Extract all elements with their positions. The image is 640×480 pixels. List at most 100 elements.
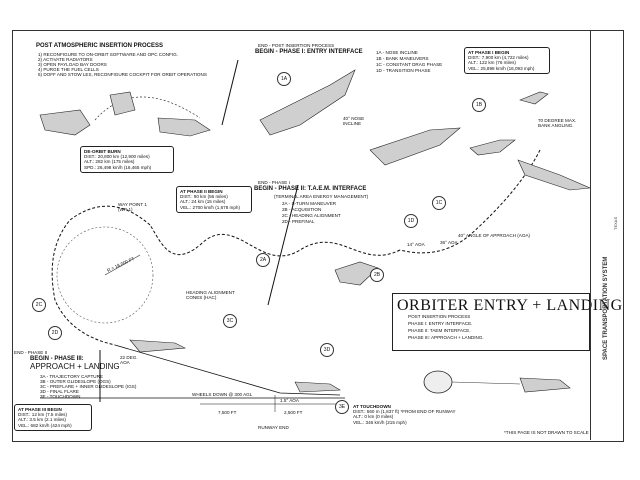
s-turn-path <box>149 224 401 257</box>
hac-circle <box>56 226 154 324</box>
shuttle-icon-small <box>469 139 516 156</box>
legend-item-3: PHASE III: APPROACH + LANDING. <box>408 335 484 340</box>
shuttle-icon-1b <box>369 127 461 166</box>
radius-line <box>104 254 141 276</box>
legend-item-1: PHASE I: ENTRY INTERFACE. <box>408 321 473 326</box>
marker-2d: 2D <box>48 326 62 340</box>
deorbit-line-3: SPD.: 26,498 km/h (16,465 mph) <box>84 164 152 170</box>
legend-item-0: POST INSERTION PROCESS <box>408 314 471 319</box>
chute-line <box>451 381 521 385</box>
aoa-36-label: 36° AOA <box>440 240 458 245</box>
shuttle-icon-1 <box>39 109 91 136</box>
phase3-begin-line-2: ALT.: 3.5 km (2.1 miles) <box>18 417 66 423</box>
phase3-name: APPROACH + LANDING <box>30 362 120 371</box>
phase1-end-label: END - POST INSERTION PROCESS <box>258 43 335 48</box>
title-block: SPACE TRANSPORTATION SYSTEM TEXAS <box>590 30 623 440</box>
phase2-begin-title: AT PHASE II BEGIN <box>180 189 223 194</box>
phase3-begin-title: AT PHASE III BEGIN <box>18 407 62 412</box>
phase1-begin-line-1: DIST.: 7,900 km (4,722 miles) <box>468 55 529 61</box>
phase2-begin-box: AT PHASE II BEGIN DIST.: 90 km (56 miles… <box>176 186 252 213</box>
marker-2c: 2C <box>32 298 46 312</box>
divider-line-1 <box>221 59 239 126</box>
orbit-path <box>94 96 201 121</box>
phase1-begin-title: AT PHASE I BEGIN <box>468 50 510 55</box>
title-block-code: TEXAS <box>613 216 618 230</box>
phase1-begin-line-3: VEL.: 25,898 km/h (16,093 mph) <box>468 65 535 71</box>
phase2-step-2d: 2D - PREFINAL <box>282 219 315 224</box>
nose-incline-label: 40° NOSE INCLINE <box>343 116 365 127</box>
post-insertion-step-2: 2) ACTIVATE RADIATORS <box>38 57 93 62</box>
shuttle-icon-3 <box>157 117 211 137</box>
phase2-sub-label: (TERMINAL AREA ENERGY MANAGEMENT) <box>274 194 369 199</box>
phase2-begin-line-3: VEL.: 2700 km/h (1,678 mph) <box>180 204 241 210</box>
phase2-step-2b: 2B - ACQUISITION <box>282 207 322 212</box>
distance-label-1: 7,500 FT <box>218 410 237 415</box>
phase1-step-1b: 1B - BANK MANEUVERS <box>376 56 429 61</box>
marker-3c: 3C <box>223 314 237 328</box>
marker-1d: 1D <box>404 214 418 228</box>
aoa-14-label: 14° AOA <box>407 242 425 247</box>
phase3-end-label: END - PHASE II <box>14 350 48 355</box>
phase1-step-1c: 1C - CONSTANT DRAG PHASE <box>376 62 443 67</box>
phase1-begin-box: AT PHASE I BEGIN DIST.: 7,900 km (4,722 … <box>464 47 550 74</box>
runway-end-label: RUNWAY END <box>258 425 289 430</box>
phase3-step-3e: 3E - TOUCHDOWN <box>40 394 81 399</box>
phase2-begin-label: BEGIN - PHASE II: T.A.E.M. INTERFACE <box>254 186 367 192</box>
phase3-begin-label: BEGIN - PHASE III: <box>30 356 84 362</box>
phase2-step-2c: 2C - HEADING ALIGNMENT <box>282 213 341 218</box>
phase3-step-3b: 3B - OUTER GLIDESLOPE (OGS) <box>40 379 111 384</box>
phase3-begin-box: AT PHASE III BEGIN DIST.: 12 km (7.5 mil… <box>14 404 92 431</box>
distance-label-2: 2,500 FT <box>284 410 303 415</box>
shuttle-icon-1a <box>259 69 356 136</box>
shuttle-icon-3a <box>129 339 187 353</box>
shuttle-icon-landed <box>519 377 571 393</box>
title-block-system: SPACE TRANSPORTATION SYSTEM <box>603 256 609 360</box>
main-title: ORBITER ENTRY + LANDING <box>397 297 623 314</box>
phase2-step-2a: 2A - S-TURN MANEUVER <box>282 201 337 206</box>
shuttle-icon-1c <box>517 159 592 191</box>
touchdown-box: AT TOUCHDOWN DIST.: 560 m (1,837 ft) *FR… <box>350 402 480 427</box>
waypoint-label: WAY POINT 1 (WP-1) <box>118 202 147 213</box>
phase1-step-1d: 1D - TRANSITION PHASE <box>376 68 431 73</box>
aoa-1-5-label: 1.5° AOA <box>280 398 299 403</box>
marker-3d: 3D <box>320 343 334 357</box>
phase2-end-label: END - PHASE I <box>258 180 290 185</box>
aoa-22-label: 22 DEG. AOA <box>120 355 138 366</box>
phase3-begin-line-3: VEL.: 682 km/h (424 mph) <box>18 422 72 428</box>
aoa-40-label: 40° ANGLE OF APPROACH (AOA) <box>458 233 531 238</box>
post-insertion-step-1: 1) RECONFIGURE TO ON-ORBIT SOFTWARE AND … <box>38 52 178 57</box>
hac-path <box>51 205 151 346</box>
phase2-begin-line-1: DIST.: 90 km (56 miles) <box>180 194 228 200</box>
shuttle-icon-2b <box>334 261 379 286</box>
post-insertion-step-5: 5) DOFF AND STOW LES, RECONFIGURE COCKPI… <box>38 72 207 77</box>
hac-label: HEADING ALIGNMENT CONES (HAC) <box>186 290 235 301</box>
phase1-begin-line-2: ALT.: 122 km (76 miles) <box>468 60 516 66</box>
deorbit-box: DE-ORBIT BURN DIST.: 20,800 km (12,900 m… <box>80 146 174 173</box>
bank-angle-label: 70 DEGREE MAX. BANK ANGLING. <box>538 118 577 129</box>
post-insertion-step-4: 4) PURGE THE FUEL CELLS <box>38 67 99 72</box>
marker-1b: 1B <box>472 98 486 112</box>
shuttle-icon-3d <box>294 381 342 393</box>
marker-2a: 2A <box>256 253 270 267</box>
phase3-step-3c: 3C - PREFLARE + INNER GLIDESLOPE (IGS) <box>40 384 137 389</box>
deorbit-line-1: DIST.: 20,800 km (12,900 miles) <box>84 154 150 160</box>
deorbit-title: DE-ORBIT BURN <box>84 149 121 154</box>
marker-1a: 1A <box>277 72 291 86</box>
touchdown-line-1: DIST.: 560 m (1,837 ft) *FROM END OF RUN… <box>353 409 456 415</box>
phase1-begin-label: BEGIN - PHASE I: ENTRY INTERFACE <box>255 49 363 55</box>
phase3-step-3d: 3D - FINAL FLARE <box>40 389 79 394</box>
shuttle-icon-bank <box>519 91 549 105</box>
touchdown-line-3: VEL.: 346 km/h (215 mph) <box>353 419 407 425</box>
touchdown-line-2: ALT.: 0 km (0 miles) <box>353 414 394 420</box>
marker-1c: 1C <box>432 196 446 210</box>
phase1-step-1a: 1A - NOSE INCLINE <box>376 50 418 55</box>
not-to-scale-note: *THIS PAGE IS NOT DRAWN TO SCALE <box>504 430 589 435</box>
divider-line-2 <box>267 184 299 306</box>
phase3-step-3a: 3A - TRAJECTORY CAPTURE <box>40 374 103 379</box>
post-insertion-step-3: 3) OPEN PAYLOAD BAY DOORS <box>38 62 107 67</box>
phase2-begin-line-2: ALT.: 24 km (15 miles) <box>180 199 226 205</box>
marker-2b: 2B <box>370 268 384 282</box>
phase3-begin-line-1: DIST.: 12 km (7.5 miles) <box>18 412 68 418</box>
post-insertion-title: POST ATMOSPHERIC INSERTION PROCESS <box>36 43 164 49</box>
